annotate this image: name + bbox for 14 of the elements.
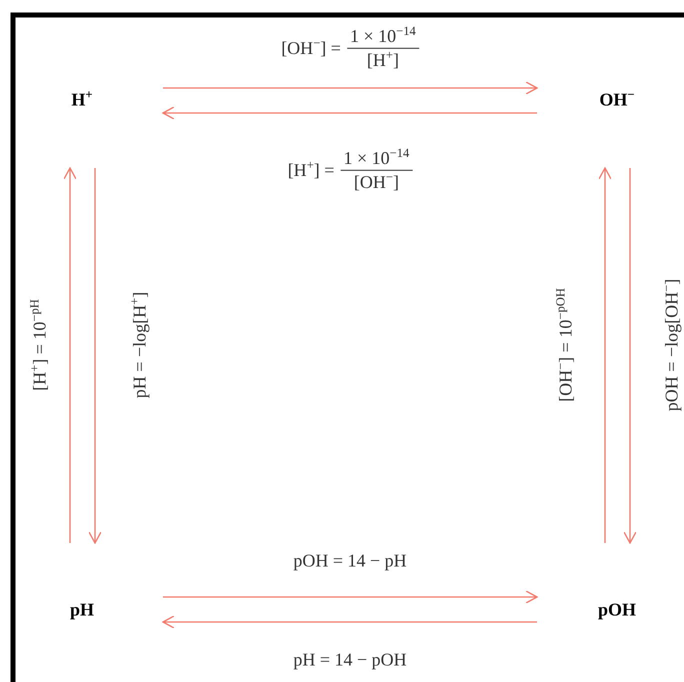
node-label: pOH	[598, 600, 636, 620]
arrow	[63, 167, 77, 543]
edge-label: pH = 14 − pOH	[293, 650, 407, 670]
node-label: H$^{+}$	[71, 90, 93, 110]
arrow	[623, 168, 637, 544]
arrow	[163, 590, 538, 604]
arrow	[163, 81, 538, 95]
edge-label: pOH = 14 − pH	[293, 550, 407, 572]
node-label: OH$^{−}$	[599, 90, 635, 110]
arrow	[88, 168, 102, 544]
node-label: pH	[70, 600, 94, 620]
arrow	[162, 615, 537, 629]
arrow	[598, 167, 612, 543]
arrow	[162, 106, 537, 120]
